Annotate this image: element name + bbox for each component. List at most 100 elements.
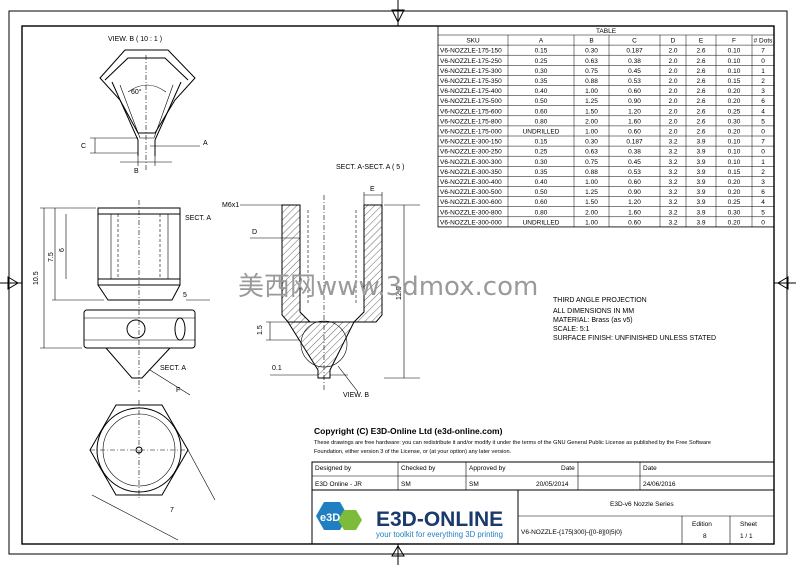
table-cell: 7: [761, 139, 765, 146]
table-cell: 0.187: [626, 139, 643, 146]
table-cell: 1.00: [585, 88, 598, 95]
table-cell: 1.25: [585, 189, 598, 196]
table-cell: 0.25: [535, 149, 548, 156]
table-cell: 0.35: [535, 78, 548, 85]
designed-by-label: Designed by: [315, 465, 352, 472]
table-cell: 3.2: [668, 209, 677, 216]
dim-5: 5: [183, 292, 187, 299]
table-cell: 2.0: [668, 48, 677, 55]
title-block: [311, 461, 775, 545]
approved-by-value: SM: [469, 481, 479, 488]
table-cell: V6-NOZZLE-300-250: [440, 149, 502, 156]
table-cell: 0.20: [728, 179, 741, 186]
checked-by-value: SM: [401, 481, 411, 488]
table-cell: 1.60: [628, 118, 641, 125]
table-cell: 1: [761, 68, 765, 75]
view-b-title: VIEW. B ( 10 : 1 ): [108, 36, 162, 43]
note-projection: THIRD ANGLE PROJECTION: [553, 297, 647, 304]
table-cell: 0.63: [585, 58, 598, 65]
table-cell: 0.25: [728, 108, 741, 115]
table-cell: 3.2: [668, 189, 677, 196]
table-cell: 0.20: [728, 98, 741, 105]
table-cell: 0.10: [728, 159, 741, 166]
front-view: [40, 200, 210, 396]
section-title: SECT. A-SECT. A ( 5 ): [336, 164, 404, 171]
table-cell: 0.10: [728, 48, 741, 55]
dim-0-1: 0.1: [272, 365, 282, 372]
table-cell: 3.2: [668, 169, 677, 176]
table-cell: V6-NOZZLE-300-150: [440, 139, 502, 146]
table-cell: 0.38: [628, 149, 641, 156]
table-cell: 5: [761, 118, 765, 125]
table-cell: 2.0: [668, 88, 677, 95]
table-cell: V6-NOZZLE-300-300: [440, 159, 502, 166]
table-cell: 2.0: [668, 68, 677, 75]
table-cell: 4: [761, 199, 765, 206]
table-cell: 0.63: [585, 149, 598, 156]
approved-date: 20/05/2014: [536, 481, 569, 488]
label-f: F: [176, 387, 180, 394]
table-cell: 2.6: [696, 98, 705, 105]
table-cell: 0.75: [585, 159, 598, 166]
dim-6: 6: [59, 248, 66, 252]
table-cell: 0.60: [628, 88, 641, 95]
table-cell: 6: [761, 98, 765, 105]
table-cell: 0.60: [535, 199, 548, 206]
table-cell: V6-NOZZLE-175-350: [440, 78, 502, 85]
table-cell: 0.20: [728, 189, 741, 196]
table-cell: 0.88: [585, 78, 598, 85]
table-cell: 2.0: [668, 58, 677, 65]
table-cell: 3.2: [668, 159, 677, 166]
table-cell: 1.50: [585, 199, 598, 206]
table-cell: 0.90: [628, 98, 641, 105]
table-cell: 3.9: [696, 189, 705, 196]
table-cell: UNDRILLED: [523, 219, 560, 226]
table-cell: V6-NOZZLE-175-000: [440, 129, 502, 136]
table-cell: 0.38: [628, 58, 641, 65]
table-title: TABLE: [596, 28, 617, 35]
sect-a-label-top: SECT. A: [185, 215, 211, 222]
table-cell: 1.20: [628, 108, 641, 115]
logo-badge: e3D: [320, 512, 340, 524]
table-cell: 0.80: [535, 118, 548, 125]
table-cell: 3.9: [696, 169, 705, 176]
dim-12-5: 12.5: [396, 286, 403, 300]
table-cell: 2.0: [668, 108, 677, 115]
table-cell: 0.60: [628, 219, 641, 226]
note-scale: SCALE: 5:1: [553, 326, 590, 333]
table-cell: 1.00: [585, 219, 598, 226]
table-cell: V6-NOZZLE-300-800: [440, 209, 502, 216]
table-cell: 1.00: [585, 179, 598, 186]
table-cell: 1.60: [628, 209, 641, 216]
table-cell: 1.25: [585, 98, 598, 105]
table-cell: 3.9: [696, 179, 705, 186]
table-header-cell: B: [589, 38, 593, 45]
table-header-cell: # Dots: [754, 38, 774, 45]
copyright-line1: These drawings are free hardware: you ca…: [314, 440, 711, 446]
table-cell: 0.35: [535, 169, 548, 176]
table-cell: V6-NOZZLE-175-300: [440, 68, 502, 75]
table-cell: 0.90: [628, 189, 641, 196]
table-cell: V6-NOZZLE-300-600: [440, 199, 502, 206]
table-cell: 3: [761, 179, 765, 186]
table-cell: 2.6: [696, 118, 705, 125]
copyright-line2: Foundation, either version 3 of the Lice…: [314, 449, 512, 455]
table-cell: 0.50: [535, 98, 548, 105]
table-cell: 3.9: [696, 159, 705, 166]
table-header-cell: C: [632, 38, 637, 45]
table-cell: 3.2: [668, 139, 677, 146]
table-cell: 2.6: [696, 58, 705, 65]
table-cell: 0.53: [628, 169, 641, 176]
table-cell: 0.30: [535, 68, 548, 75]
table-cell: 0.30: [728, 118, 741, 125]
dim-7-5: 7.5: [48, 252, 55, 262]
dim-1-5: 1.5: [257, 325, 264, 335]
table-cell: 0: [761, 219, 765, 226]
hex-logo-accent-icon: [338, 510, 362, 530]
note-units: ALL DIMENSIONS IN MM: [553, 308, 634, 315]
table-cell: 2.0: [668, 78, 677, 85]
part-number: V6-NOZZLE-{175|300}-{[0-8]|0|5|0}: [521, 529, 623, 536]
table-cell: 0.15: [728, 169, 741, 176]
